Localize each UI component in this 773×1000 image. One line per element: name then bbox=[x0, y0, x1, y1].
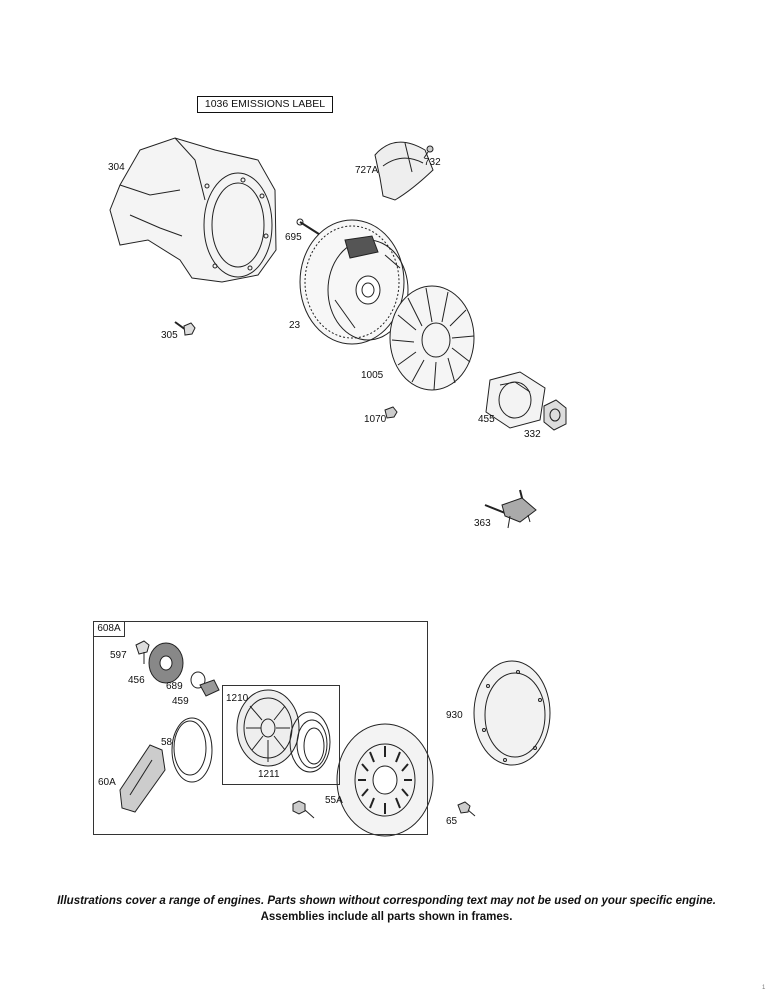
part-label-597: 597 bbox=[110, 650, 127, 661]
part-label-60a: 60A bbox=[98, 777, 116, 788]
part-label-363: 363 bbox=[474, 518, 491, 529]
part-label-930: 930 bbox=[446, 710, 463, 721]
pawl-459 bbox=[199, 679, 220, 697]
plate-456 bbox=[148, 642, 184, 684]
part-label-732: 732 bbox=[424, 157, 441, 168]
part-label-456: 456 bbox=[128, 675, 145, 686]
shield-727a bbox=[374, 141, 434, 201]
emissions-label-box: 1036 EMISSIONS LABEL bbox=[197, 96, 333, 113]
part-label-459: 459 bbox=[172, 696, 189, 707]
assembly-frame-608a bbox=[93, 621, 428, 835]
screw-305 bbox=[174, 321, 196, 336]
ring-689 bbox=[190, 671, 206, 689]
part-label-65: 65 bbox=[446, 816, 458, 827]
screw-732 bbox=[423, 145, 434, 159]
part-label-455: 455 bbox=[478, 414, 495, 425]
starter-housing-55a bbox=[336, 723, 434, 837]
bracket-363 bbox=[484, 489, 537, 529]
fan-1005 bbox=[389, 285, 475, 391]
rope-58 bbox=[171, 717, 213, 783]
page-mark: 1 bbox=[762, 985, 766, 991]
part-label-1070: 1070 bbox=[364, 414, 387, 425]
assemblies-note: Assemblies include all parts shown in fr… bbox=[260, 911, 513, 923]
part-label-23: 23 bbox=[289, 320, 301, 331]
part-label-58: 58 bbox=[161, 737, 173, 748]
part-label-689: 689 bbox=[166, 681, 183, 692]
part-label-332: 332 bbox=[524, 429, 541, 440]
part-label-304: 304 bbox=[108, 162, 125, 173]
screw-1070 bbox=[384, 406, 398, 419]
part-label-1211: 1211 bbox=[258, 769, 280, 780]
screen-930 bbox=[473, 660, 551, 766]
part-label-1210: 1210 bbox=[226, 693, 249, 704]
part-label-305: 305 bbox=[161, 330, 178, 341]
part-label-1005: 1005 bbox=[361, 370, 384, 381]
blower-housing-304 bbox=[109, 137, 277, 283]
frame-label-608a: 608A bbox=[93, 621, 125, 637]
nut-332 bbox=[543, 399, 567, 431]
pin-695 bbox=[296, 218, 323, 237]
spring-1211 bbox=[289, 711, 331, 773]
part-label-55a: 55A bbox=[325, 795, 343, 806]
screw-597 bbox=[135, 640, 150, 664]
nut-55a bbox=[292, 800, 315, 819]
screw-65 bbox=[457, 801, 476, 817]
part-label-727a: 727A bbox=[355, 165, 379, 176]
cup-455 bbox=[485, 371, 546, 429]
part-label-695: 695 bbox=[285, 232, 302, 243]
disclaimer-text: Illustrations cover a range of engines. … bbox=[57, 895, 716, 907]
handle-60a bbox=[119, 744, 166, 813]
assembly-frame-1210 bbox=[222, 685, 340, 785]
flywheel-23 bbox=[299, 219, 409, 345]
